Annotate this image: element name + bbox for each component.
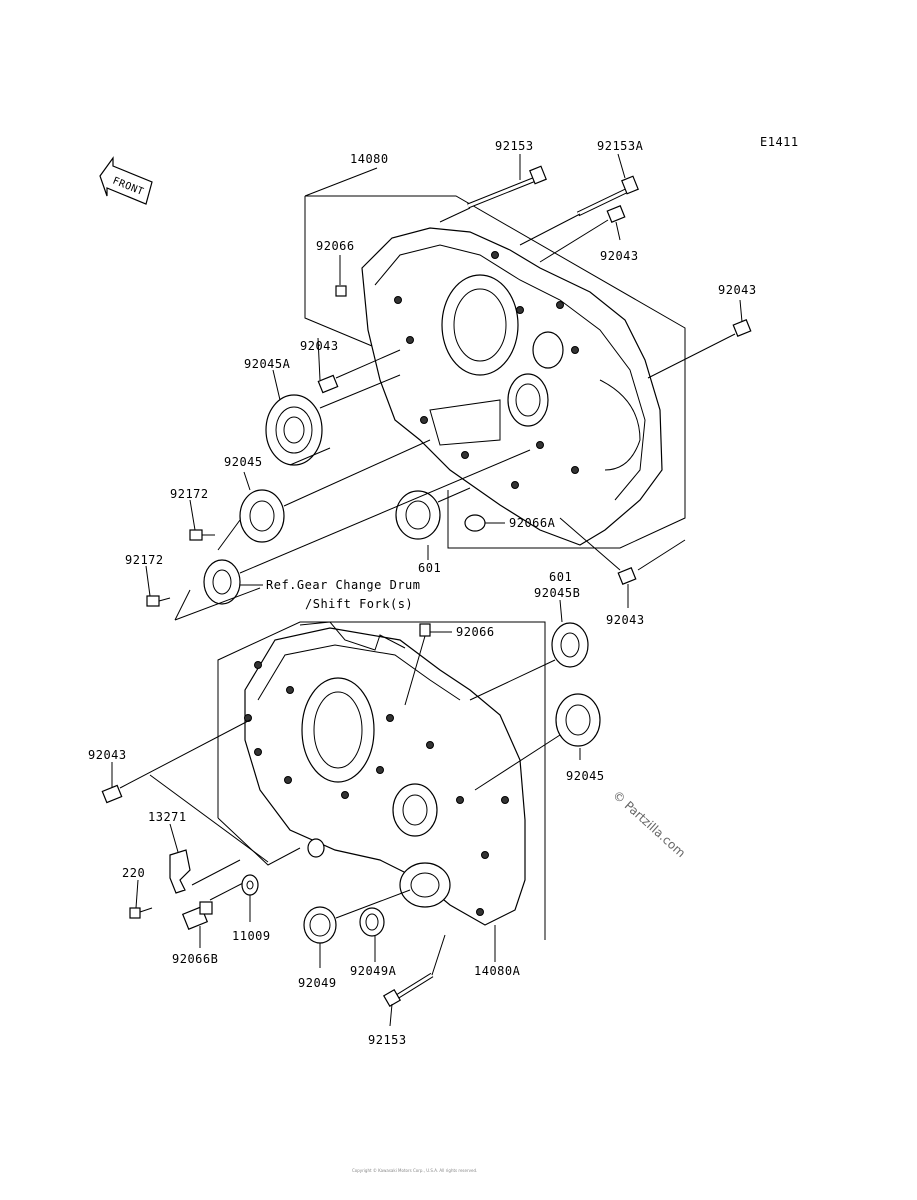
label-92043-a: 92043: [600, 249, 639, 263]
bolt-92153-bottom: [382, 972, 434, 1008]
dowel-92043-e: [101, 784, 123, 804]
seal-small: [307, 838, 325, 858]
bracket-13271: [169, 849, 191, 894]
label-92172-a: 92172: [170, 487, 209, 501]
watermark: © Partzilla.com: [610, 788, 688, 860]
label-92045A: 92045A: [244, 357, 291, 371]
washer-11009: [241, 874, 259, 896]
ref-line-1: Ref.Gear Change Drum: [266, 578, 421, 592]
dowel-92043-a: [606, 205, 626, 223]
diagram-code: E1411: [760, 135, 799, 149]
label-92045-lower: 92045: [566, 769, 605, 783]
label-14080: 14080: [350, 152, 389, 166]
bearing-ref-gear-change: [203, 559, 241, 605]
label-92043-e: 92043: [88, 748, 127, 762]
label-92049: 92049: [298, 976, 337, 990]
label-92153-top: 92153: [495, 139, 534, 153]
bearing-601-upper: [395, 490, 441, 540]
label-13271: 13271: [148, 810, 187, 824]
bearing-92045A: [265, 394, 323, 466]
bolt-92153-top: [467, 165, 547, 209]
bearing-92045-upper: [239, 489, 285, 543]
plug-92066A: [464, 514, 486, 532]
label-92043-c: 92043: [300, 339, 339, 353]
label-92045-top: 92045: [224, 455, 263, 469]
label-601-top: 601: [418, 561, 441, 575]
label-92153-bottom: 92153: [368, 1033, 407, 1047]
bolt-92172-b: [146, 595, 171, 607]
dowel-92043-b: [732, 319, 752, 337]
screw-220: [129, 907, 153, 919]
dowel-92043-c: [317, 374, 339, 394]
lower-crankcase-half: [217, 621, 546, 940]
label-92049A: 92049A: [350, 964, 397, 978]
label-92066B: 92066B: [172, 952, 218, 966]
dowel-92066-lower: [419, 623, 431, 637]
plug-92066B: [181, 901, 213, 930]
label-92045B: 92045B: [534, 586, 580, 600]
bolt-92153A: [576, 175, 639, 217]
bearing-92045-lower: [555, 693, 601, 747]
label-11009: 11009: [232, 929, 271, 943]
oil-seal-92049: [303, 906, 337, 944]
upper-crankcase-half: [304, 195, 686, 549]
bearing-92045B: [551, 622, 589, 668]
ref-line-2: /Shift Fork(s): [305, 597, 413, 611]
oil-seal-92049A: [359, 907, 385, 937]
label-92066-lower: 92066: [456, 625, 495, 639]
label-92172-b: 92172: [125, 553, 164, 567]
label-92066-top: 92066: [316, 239, 355, 253]
label-601-b: 601: [549, 570, 572, 584]
copyright-text: Copyright © Kawasaki Motors Corp., U.S.A…: [352, 1168, 477, 1173]
label-92153A: 92153A: [597, 139, 644, 153]
label-92043-b: 92043: [718, 283, 757, 297]
label-220: 220: [122, 866, 145, 880]
front-arrow-icon: FRONT: [99, 156, 153, 205]
dowel-92043-d: [617, 567, 637, 585]
label-14080A: 14080A: [474, 964, 521, 978]
dowel-92066-top: [335, 285, 347, 297]
label-92066A: 92066A: [509, 516, 556, 530]
label-92043-d: 92043: [606, 613, 645, 627]
bolt-92172-a: [189, 529, 215, 541]
